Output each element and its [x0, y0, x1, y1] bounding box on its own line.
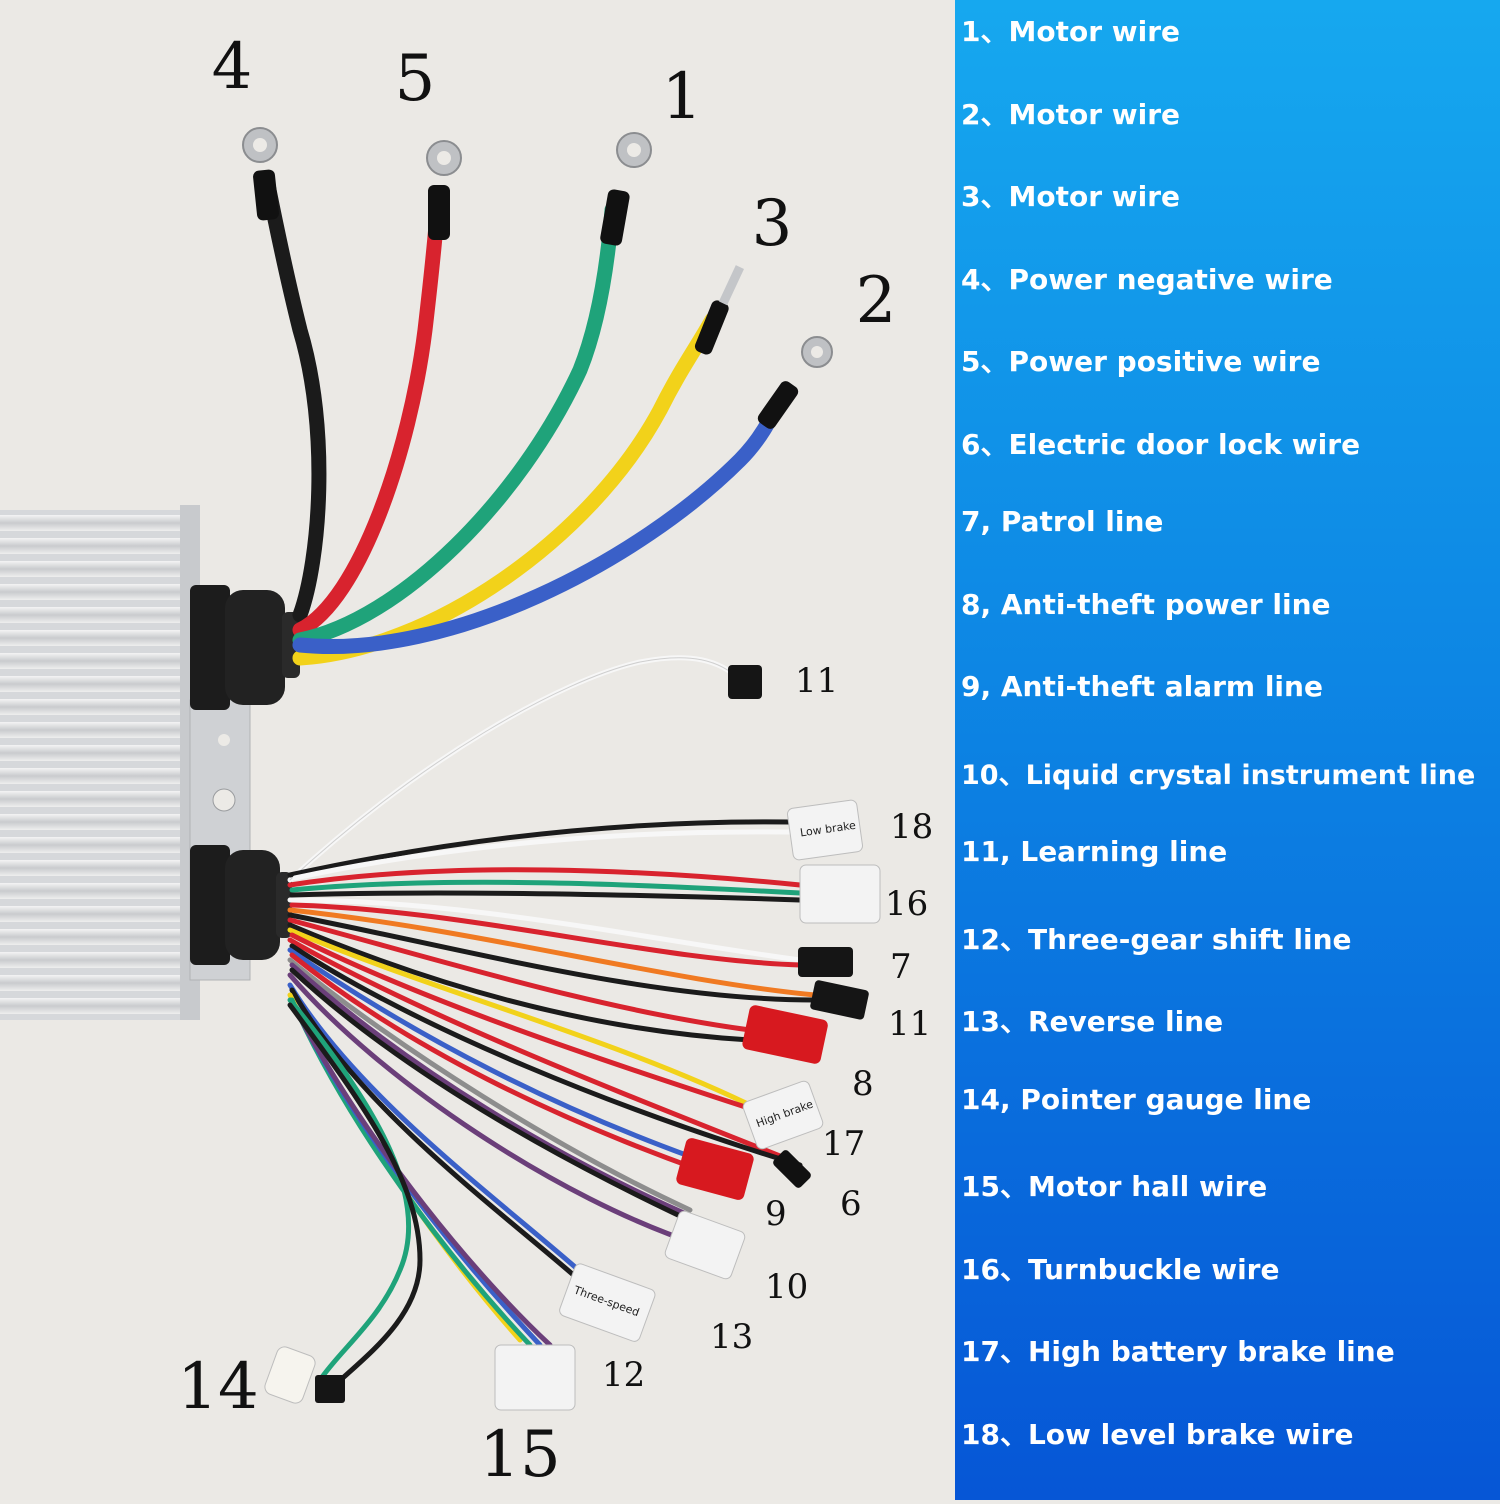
- ring-terminal-2: [801, 336, 833, 368]
- controller-housing: [0, 505, 251, 1020]
- wire-14-pointer-gauge: [287, 997, 412, 1383]
- callout-numbers: 4 5 1 3 2 11 18 16 7 11 8 17 6 9 10 13 1…: [177, 30, 933, 1492]
- ring-terminal-5: [426, 140, 462, 176]
- callout-15: 15: [479, 1418, 560, 1492]
- legend-item-18: 18、Low level brake wire: [961, 1418, 1354, 1451]
- wire-1-green: [292, 202, 620, 648]
- controller-wiring-photo: Low brake High brake Three-speed: [0, 30, 934, 1492]
- connector-14-gauge-b: [315, 1375, 345, 1403]
- wire-10-lcd: [287, 957, 693, 1213]
- legend-item-13: 13、Reverse line: [961, 1005, 1224, 1038]
- legend-item-1: 1、Motor wire: [961, 15, 1181, 48]
- connector-7-patrol: [798, 947, 853, 977]
- legend-item-15: 15、Motor hall wire: [961, 1170, 1268, 1203]
- callout-4: 4: [212, 30, 253, 104]
- wire-5-red: [292, 192, 446, 638]
- callout-11-top: 11: [795, 661, 838, 701]
- callout-7: 7: [890, 947, 912, 987]
- callout-1: 1: [662, 60, 703, 134]
- legend-item-8: 8, Anti-theft power line: [961, 588, 1331, 621]
- ring-terminal-4: [242, 127, 278, 163]
- power-motor-wires: [260, 177, 788, 666]
- callout-3: 3: [752, 187, 793, 261]
- signal-wires: [287, 655, 818, 1393]
- connector-11b-learning: [810, 980, 869, 1020]
- heatsink-fins: [0, 515, 192, 1014]
- wire-11-learning: [287, 655, 743, 883]
- spade-terminal-3: [718, 265, 744, 306]
- callout-2: 2: [856, 264, 897, 338]
- legend-item-16: 16、Turnbuckle wire: [961, 1253, 1280, 1286]
- legend-item-5: 5、Power positive wire: [961, 345, 1321, 378]
- wire-6-door-lock: [287, 937, 793, 1163]
- callout-9: 9: [765, 1194, 787, 1234]
- callout-10: 10: [765, 1267, 808, 1307]
- connectors: Low brake High brake Three-speed: [264, 665, 881, 1411]
- wire-4-black: [260, 177, 327, 623]
- wire-17-high-brake: [287, 927, 763, 1113]
- wire-11b: [287, 907, 818, 998]
- callout-13: 13: [710, 1317, 753, 1357]
- legend-item-2: 2、Motor wire: [961, 98, 1181, 131]
- connector-9-alarm: [676, 1138, 754, 1200]
- callout-8: 8: [852, 1064, 874, 1104]
- legend-item-7: 7, Patrol line: [961, 505, 1164, 538]
- wire-7-patrol: [287, 897, 803, 963]
- callout-14: 14: [177, 1350, 258, 1424]
- connector-14-gauge-a: [264, 1346, 316, 1404]
- legend-item-11: 11, Learning line: [961, 835, 1228, 868]
- wire-13-reverse: [287, 972, 703, 1248]
- legend-item-3: 3、Motor wire: [961, 180, 1181, 213]
- wire-9-alarm: [287, 947, 703, 1163]
- callout-11-bottom: 11: [888, 1004, 931, 1044]
- connector-17-high-brake: High brake: [742, 1080, 824, 1150]
- cable-gland-bottom: [190, 845, 292, 965]
- callout-17: 17: [822, 1124, 865, 1164]
- connector-16-turnbuckle: [799, 864, 881, 924]
- legend-item-4: 4、Power negative wire: [961, 263, 1333, 296]
- callout-18: 18: [890, 807, 933, 847]
- connector-12-three-speed: Three-speed: [559, 1263, 656, 1342]
- wiring-diagram-svg: Low brake High brake Three-speed: [0, 30, 933, 1492]
- wire-sleeves-and-lugs: [242, 127, 833, 429]
- legend-item-10: 10、Liquid crystal instrument line: [961, 760, 1476, 791]
- legend-item-12: 12、Three-gear shift line: [961, 923, 1352, 956]
- cable-gland-top: [190, 585, 300, 710]
- wire-18-low-brake: [287, 819, 793, 878]
- legend-item-17: 17、High battery brake line: [961, 1335, 1395, 1368]
- connector-6-door-lock: [773, 1150, 811, 1188]
- wire-16-turn: [287, 867, 803, 888]
- connector-18-low-brake: Low brake: [786, 799, 864, 861]
- ring-terminal-1: [616, 132, 652, 168]
- legend-item-6: 6、Electric door lock wire: [961, 428, 1361, 461]
- callout-5: 5: [395, 42, 436, 116]
- legend-item-14: 14, Pointer gauge line: [961, 1083, 1312, 1116]
- callout-12: 12: [602, 1355, 645, 1395]
- wire-12-three-speed: [287, 982, 593, 1283]
- wire-legend-panel: 1、Motor wire 2、Motor wire 3、Motor wire 4…: [955, 0, 1500, 1500]
- callout-6: 6: [840, 1184, 862, 1224]
- connector-11-learning: [728, 665, 762, 699]
- wire-8-antitheft-power: [287, 917, 753, 1033]
- connector-10-lcd: [664, 1210, 746, 1280]
- connector-15-hall: [494, 1344, 576, 1411]
- legend-item-9: 9, Anti-theft alarm line: [961, 670, 1323, 703]
- wire-2-blue: [292, 392, 788, 654]
- connector-8-antitheft: [742, 1005, 828, 1064]
- callout-16: 16: [885, 884, 928, 924]
